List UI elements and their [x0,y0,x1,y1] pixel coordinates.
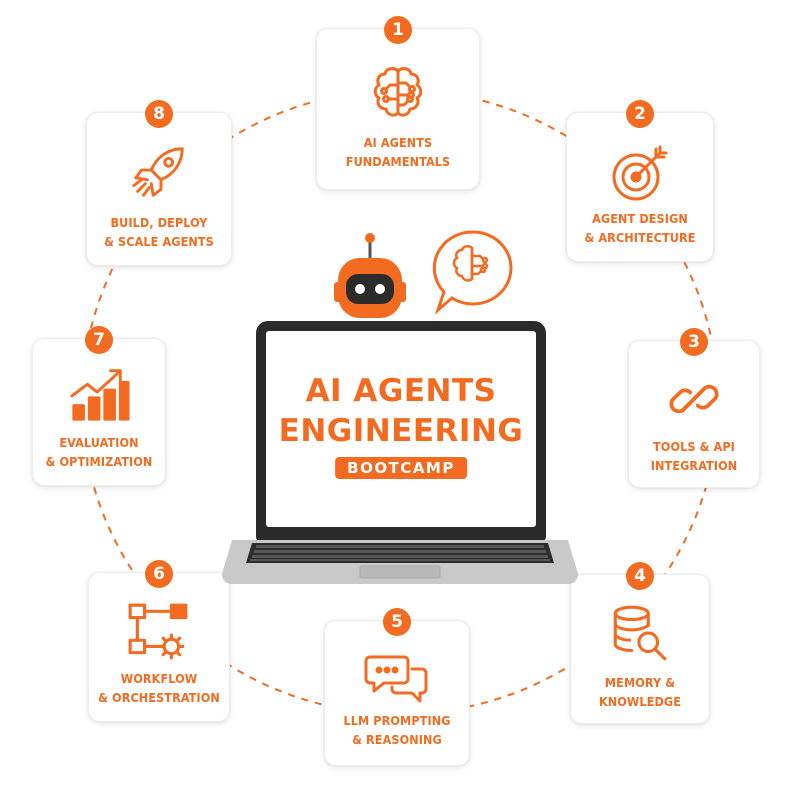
laptop-screen-frame: AI AGENTS ENGINEERING BOOTCAMP [256,321,546,541]
module-label-line1: AI AGENTS [363,135,433,150]
module-number-badge: 2 [626,100,654,128]
module-card-1[interactable]: 1 AI AGENTS FUNDAMENTALS [316,16,480,190]
module-label-line2: INTEGRATION [650,458,738,473]
module-number-badge: 4 [626,562,654,590]
brain-speech-bubble-icon [432,230,513,315]
module-label-line1: WORKFLOW [120,671,198,686]
module-label-line2: & ARCHITECTURE [584,230,696,245]
module-label-line2: FUNDAMENTALS [345,154,451,169]
module-label-line1: BUILD, DEPLOY [110,215,208,230]
bootcamp-subtitle-badge: BOOTCAMP [335,457,467,479]
module-number-badge: 3 [680,328,708,356]
module-number-badge: 6 [145,560,173,588]
module-label-line1: AGENT DESIGN [592,211,688,226]
module-card-8[interactable]: 8 BUILD, DEPLOY & SCALE AGENTS [86,100,232,266]
module-card-5[interactable]: 5 LLM PROMPTING & REASONING [324,608,470,766]
laptop-illustration: AI AGENTS ENGINEERING BOOTCAMP [222,226,578,586]
module-number-badge: 8 [145,100,173,128]
chat-bubbles-icon [364,655,428,703]
module-card-2[interactable]: 2 AGENT DESIGN & ARCHITECTURE [566,100,714,262]
module-label-line1: EVALUATION [59,435,139,450]
chain-link-icon [669,384,719,414]
bootcamp-title-line1: AI AGENTS [305,373,497,409]
module-label-line2: & SCALE AGENTS [104,234,214,249]
laptop-keyboard-base [222,540,578,584]
module-card-3[interactable]: 3 TOOLS & API INTEGRATION [628,328,760,488]
module-number-badge: 1 [384,16,412,44]
module-label-line2: & OPTIMIZATION [45,454,153,469]
module-number-badge: 7 [85,326,113,354]
bootcamp-title-line2: ENGINEERING [278,413,524,449]
module-card-4[interactable]: 4 MEMORY & KNOWLEDGE [570,562,710,724]
module-label-line2: KNOWLEDGE [598,694,682,709]
workflow-icon [128,603,188,660]
target-icon [612,145,668,201]
rocket-icon [132,147,184,197]
module-label-line1: LLM PROMPTING [343,713,451,728]
laptop-screen: AI AGENTS ENGINEERING BOOTCAMP [266,331,536,527]
module-label-line1: TOOLS & API [653,439,735,454]
database-search-icon [613,605,667,661]
growth-chart-icon [70,369,130,421]
module-card-7[interactable]: 7 EVALUATION & OPTIMIZATION [32,326,166,486]
robot-icon [334,233,406,318]
brain-circuit-icon [373,67,423,117]
module-card-6[interactable]: 6 WORKFLOW & ORCHESTRATION [88,560,230,722]
module-number-badge: 5 [383,608,411,636]
module-label-line1: MEMORY & [604,675,676,690]
module-label-line2: & ORCHESTRATION [98,690,220,705]
module-label-line2: & REASONING [352,732,442,747]
